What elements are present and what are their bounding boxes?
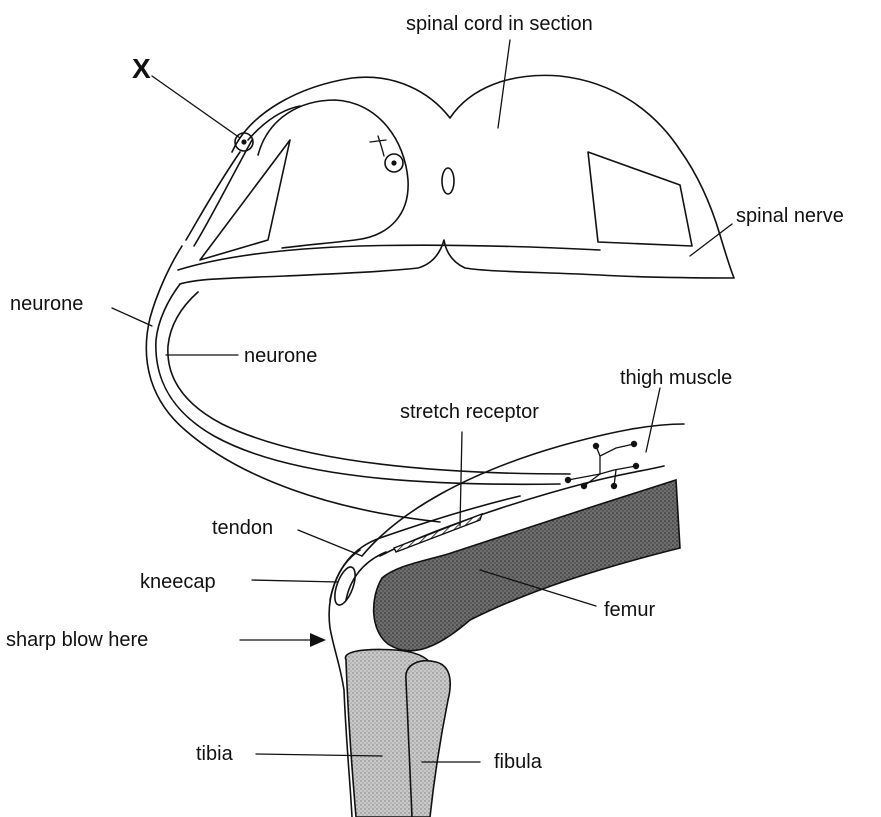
- label-stretch-receptor: stretch receptor: [400, 401, 539, 423]
- kneecap-leader: [252, 580, 338, 582]
- label-neurone-outer: neurone: [10, 293, 83, 315]
- label-neurone-inner: neurone: [244, 345, 317, 367]
- motor-neurone-inner: [168, 292, 570, 474]
- neurone-outer-leader: [112, 308, 152, 326]
- label-tibia: tibia: [196, 743, 234, 765]
- x-mark: X: [132, 53, 151, 84]
- central-canal: [442, 168, 454, 194]
- white-matter-left: [200, 140, 290, 260]
- spinal-nerve-band: [178, 245, 600, 270]
- grey-matter-left: [258, 100, 408, 248]
- motor-end-plates: [565, 441, 639, 489]
- white-matter-right: [588, 152, 692, 246]
- tendon-leader: [298, 530, 362, 556]
- spinal-cord-leader: [498, 40, 510, 128]
- label-kneecap: kneecap: [140, 571, 216, 593]
- label-femur: femur: [604, 599, 655, 621]
- label-tendon: tendon: [212, 517, 273, 539]
- stretch-receptor: [394, 514, 482, 552]
- sensory-neurone-outer: [146, 246, 440, 522]
- label-spinal-nerve: spinal nerve: [736, 205, 844, 227]
- x-leader: [152, 76, 240, 138]
- thigh-muscle-leader: [646, 388, 660, 452]
- label-sharp-blow: sharp blow here: [6, 629, 148, 651]
- label-fibula: fibula: [494, 751, 543, 773]
- fibula: [406, 661, 450, 817]
- sensory-neurone-inner: [186, 152, 240, 240]
- label-thigh-muscle: thigh muscle: [620, 367, 732, 389]
- label-spinal-cord: spinal cord in section: [406, 13, 593, 35]
- blow-arrow: [240, 633, 326, 647]
- kneecap-shape: [331, 564, 360, 607]
